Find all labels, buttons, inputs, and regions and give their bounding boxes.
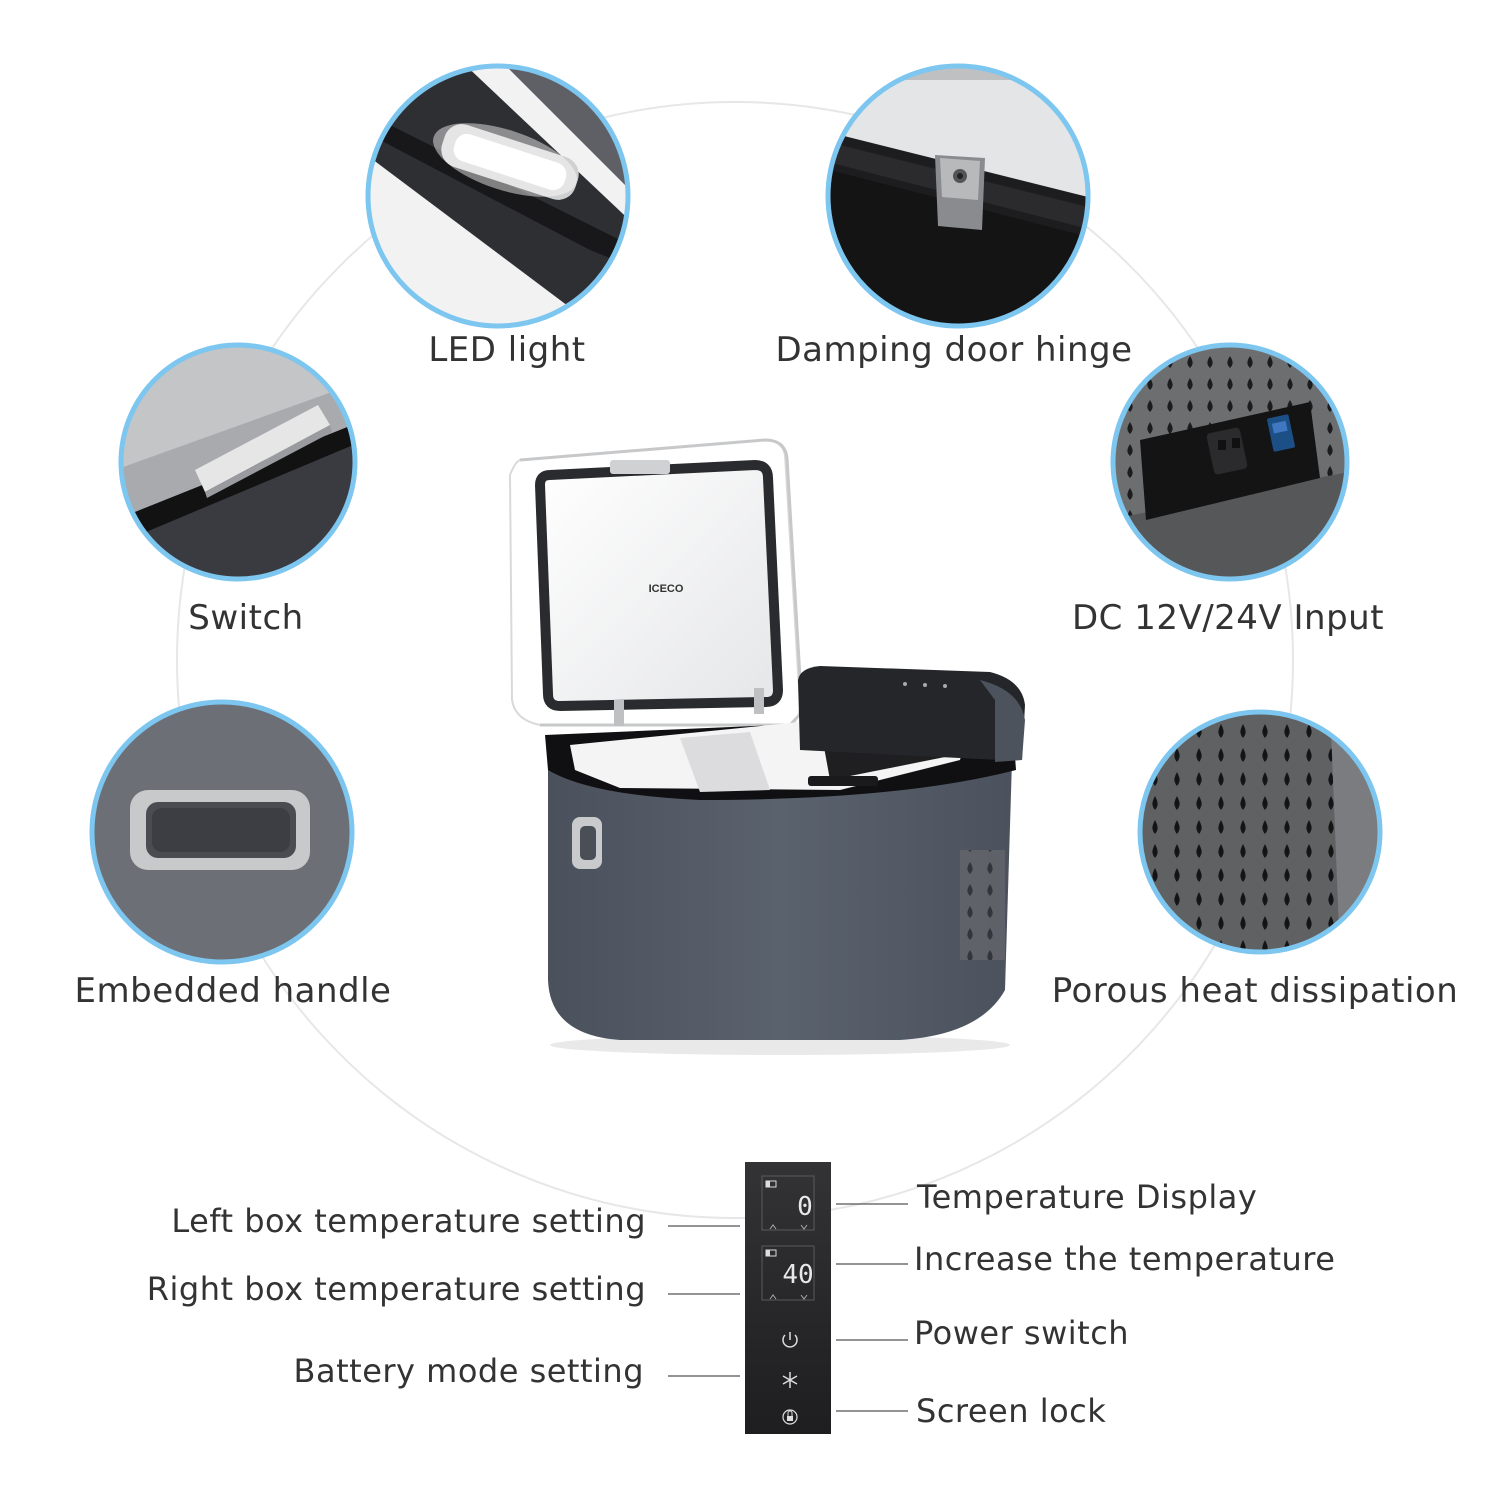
cooler-product: ICECO	[508, 438, 1025, 1055]
control-panel: 0 40	[668, 1162, 908, 1434]
right-box-temperature-label: Right box temperature setting	[146, 1270, 646, 1308]
switch-closeup	[118, 342, 358, 582]
increase-temperature-label: Increase the temperature	[914, 1240, 1336, 1278]
chevron-up-icon	[769, 1294, 777, 1300]
display-bottom-value: 40	[782, 1260, 813, 1290]
door-hinge-closeup	[825, 63, 1091, 329]
porous-heat-dissipation-label: Porous heat dissipation	[1051, 971, 1459, 1011]
chevron-up-icon	[769, 1224, 777, 1230]
heat-dissipation-closeup	[1137, 709, 1383, 955]
screen-lock-label: Screen lock	[916, 1392, 1107, 1430]
left-box-temperature-label: Left box temperature setting	[171, 1202, 646, 1240]
dc-input-label: DC 12V/24V Input	[1071, 598, 1385, 638]
embedded-handle-closeup	[89, 699, 355, 965]
temperature-display-label: Temperature Display	[917, 1178, 1258, 1216]
led-light-closeup	[365, 63, 631, 329]
dc-input-closeup	[1110, 342, 1350, 582]
damping-door-hinge-label: Damping door hinge	[775, 330, 1133, 370]
brand-logo: ICECO	[649, 583, 684, 595]
battery-mode-label: Battery mode setting	[293, 1352, 644, 1390]
embedded-handle-label: Embedded handle	[74, 971, 392, 1011]
led-light-label: LED light	[428, 330, 586, 370]
switch-label: Switch	[188, 598, 304, 638]
power-switch-label: Power switch	[914, 1314, 1130, 1352]
chevron-down-icon	[800, 1294, 808, 1300]
background-ring	[176, 101, 1294, 1219]
snowflake-icon[interactable]	[782, 1372, 798, 1388]
lock-icon[interactable]	[782, 1409, 798, 1425]
chevron-down-icon	[800, 1224, 808, 1230]
power-icon[interactable]	[782, 1332, 798, 1348]
display-top-value: 0	[797, 1192, 813, 1222]
